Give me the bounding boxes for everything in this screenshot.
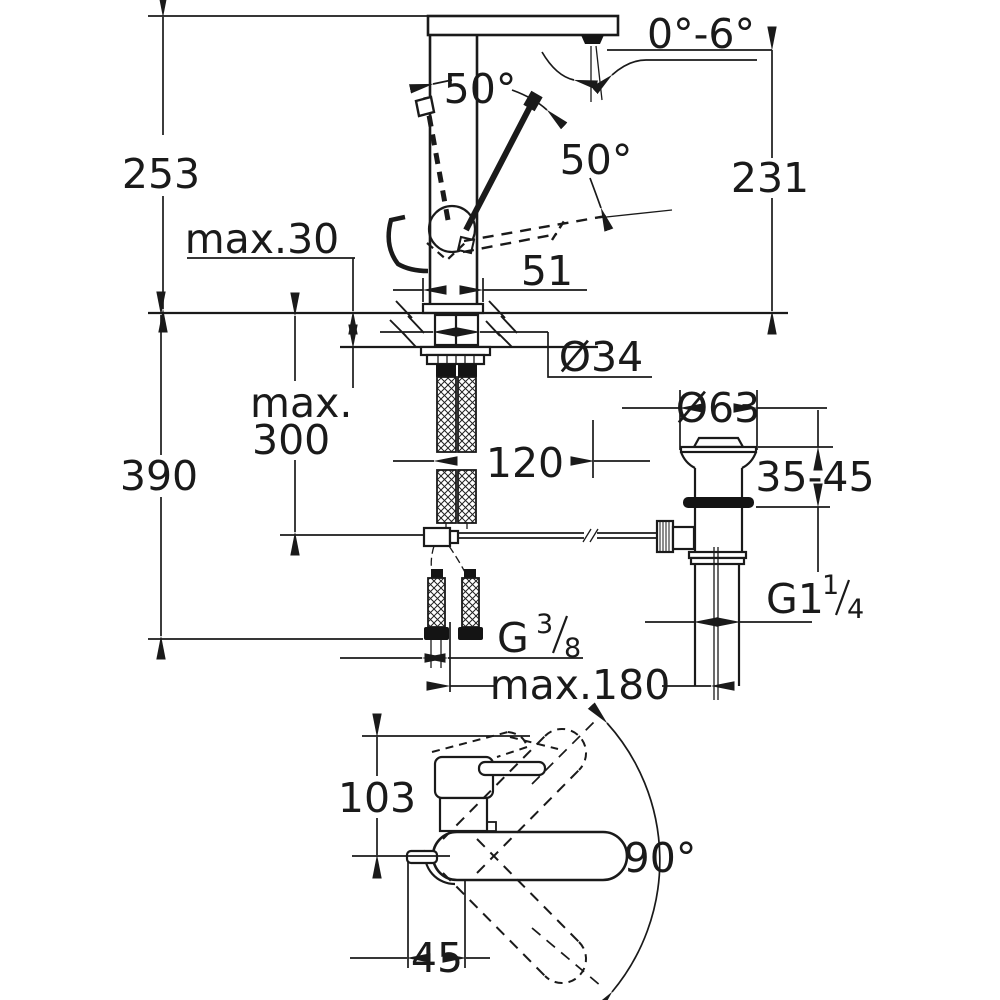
top-view: 103 90° 45 (338, 702, 697, 1000)
dim-50-back: 50° (409, 65, 568, 130)
dim-g114-num: 1 (822, 570, 839, 601)
drain-assembly: Ø63 35-45 G1 1 4 (622, 384, 875, 700)
lever-ball-joint (427, 204, 477, 254)
dim-0-6-label: 0°-6° (647, 10, 755, 58)
aerator (581, 35, 604, 44)
side-hook (386, 214, 429, 274)
dim-max180: max.180 (426, 622, 735, 709)
body-top (438, 796, 489, 833)
lever-solid (463, 99, 536, 232)
dim-51-label: 51 (521, 247, 573, 295)
dim-45: 45 (350, 862, 490, 982)
spout-bar (426, 14, 620, 37)
dim-g38-num: 3 (536, 609, 553, 640)
dim-90: 90° (587, 702, 697, 1000)
pop-up-waste-valve (655, 436, 758, 700)
dim-max180-label: max.180 (490, 661, 671, 709)
dim-35-45-label: 35-45 (755, 453, 874, 501)
dim-o34: Ø34 (380, 327, 652, 381)
dim-max300: max. 300 (250, 292, 424, 556)
dim-120: 120 (393, 420, 650, 487)
dim-g114-symbol: G1 (766, 575, 824, 623)
dim-max300-value: 300 (252, 416, 330, 464)
dim-253: 253 (122, 0, 428, 333)
seal-ring (683, 497, 754, 508)
dim-o63: Ø63 (622, 384, 827, 450)
handle-lever (386, 90, 673, 274)
dim-231-label: 231 (731, 154, 809, 202)
washer (419, 345, 492, 357)
flex-hoses (436, 376, 477, 529)
dim-aerator-angle: 0°-6° (541, 10, 772, 95)
spout-top (431, 830, 629, 882)
top-view-faucet (405, 715, 629, 987)
dim-g38-symbol: G (497, 614, 529, 662)
dim-g114: G1 1 4 (645, 570, 864, 627)
pop-up-rod (422, 526, 657, 548)
lever-dashed-back (422, 92, 451, 221)
side-view: 253 0°-6° 231 50° 50° (120, 0, 809, 709)
lever-dashed-open (463, 213, 613, 243)
dim-50-front: 50° (560, 136, 633, 232)
hose-ends (424, 545, 483, 668)
dim-90-label: 90° (624, 834, 697, 882)
hose-nut (458, 627, 483, 640)
dim-max300-prefix: max. (250, 379, 352, 427)
dim-103-label: 103 (338, 774, 416, 822)
dim-390-label: 390 (120, 452, 198, 500)
dim-o63-label: Ø63 (676, 384, 760, 432)
dim-51: 51 (393, 247, 587, 302)
dim-35-45: 35-45 (755, 410, 875, 572)
dim-max30: max.30 (185, 215, 358, 388)
dim-max30-label: max.30 (185, 215, 340, 263)
dim-103: 103 (338, 713, 530, 879)
dim-390: 390 (120, 291, 423, 660)
dim-45-label: 45 (411, 934, 463, 982)
dim-120-label: 120 (486, 439, 564, 487)
faucet-body (421, 14, 620, 315)
dim-231: 231 (731, 26, 809, 335)
dim-50-back-label: 50° (444, 65, 517, 113)
section-hatching (389, 300, 518, 348)
dim-g38: G 3 8 (340, 609, 583, 664)
base-plate (421, 302, 485, 315)
mounting-shank (419, 313, 492, 377)
dim-o34-label: Ø34 (559, 333, 643, 381)
rod-stub-top (405, 849, 439, 865)
dim-g38-den: 8 (564, 633, 581, 664)
dim-g114-den: 4 (847, 594, 864, 625)
dim-253-label: 253 (122, 150, 200, 198)
dim-50-front-label: 50° (560, 136, 633, 184)
knurled-knob (655, 519, 675, 554)
hose-nut (424, 627, 449, 640)
